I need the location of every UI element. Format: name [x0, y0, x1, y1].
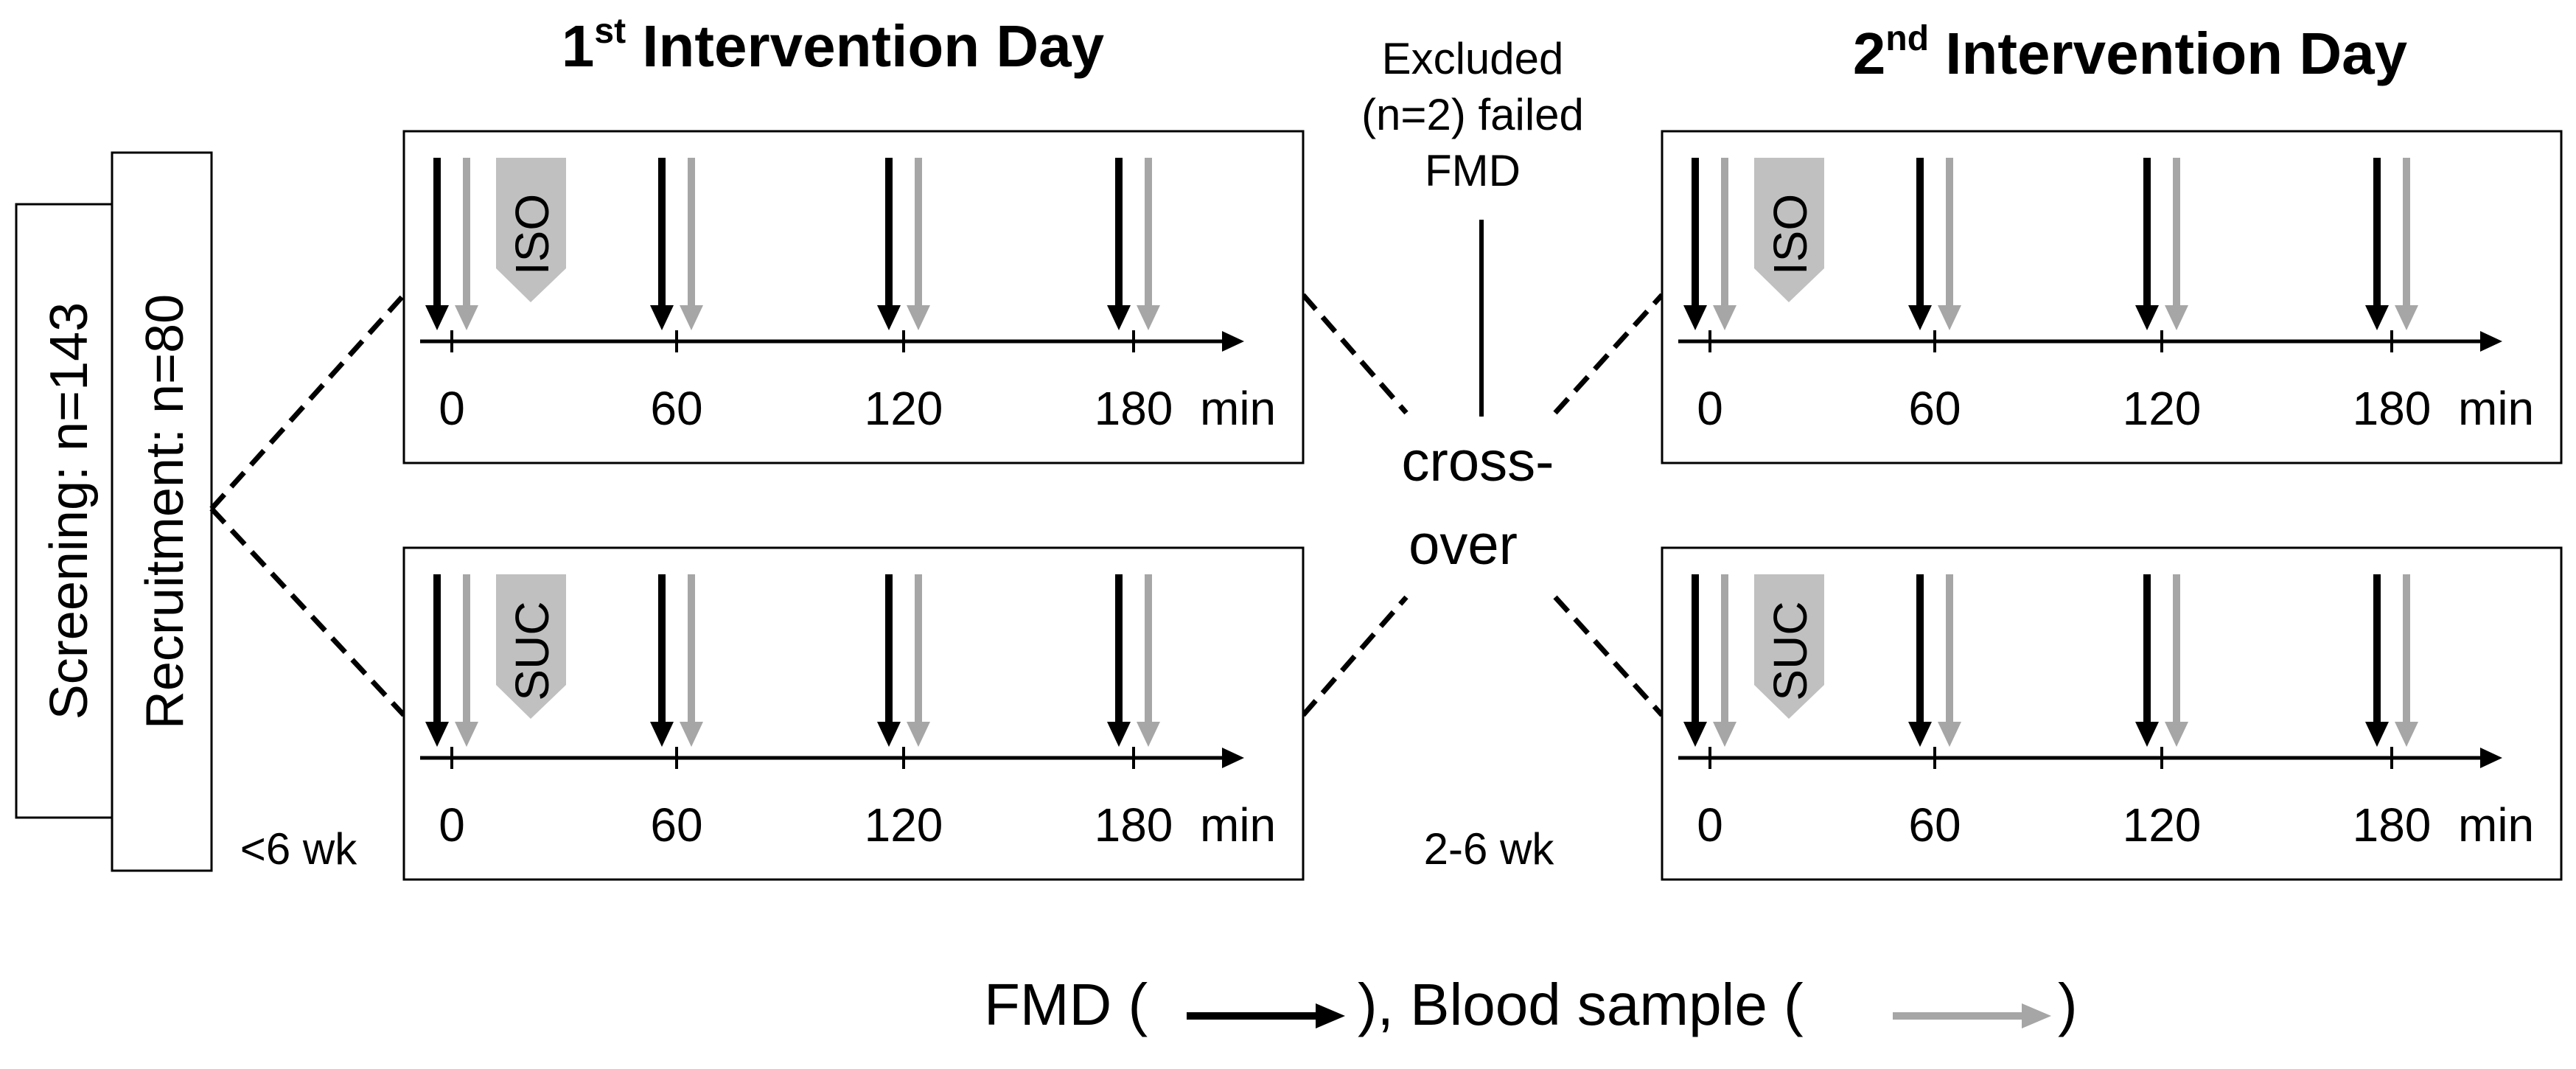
blood-arrow: [680, 158, 703, 330]
blood-arrow: [2395, 158, 2418, 330]
tick-label: 60: [1908, 798, 1961, 852]
blood-arrow: [1137, 574, 1160, 747]
gap-label-1: <6 wk: [240, 824, 357, 874]
drink-banner-iso: ISO: [1754, 158, 1824, 302]
drink-banner-iso: ISO: [496, 158, 566, 302]
tick-label: 60: [650, 382, 702, 435]
unit-label: min: [1200, 382, 1276, 435]
excluded-line-3: FMD: [1425, 146, 1521, 195]
legend-blood-label: ), Blood sample (: [1358, 972, 1804, 1037]
excluded-line-2: (n=2) failed: [1361, 90, 1584, 139]
panel-day2-suc: 0 60 120 180 min SUC: [1661, 546, 2563, 881]
blood-arrow: [1713, 158, 1736, 330]
time-axis-arrowhead: [1222, 748, 1244, 768]
tick-label: 0: [439, 798, 465, 852]
screening-box: [15, 203, 114, 819]
panel-day1-iso: 0 60 120 180 min ISO: [402, 130, 1305, 464]
legend-end: ): [2058, 972, 2078, 1037]
fmd-arrow: [1107, 574, 1131, 747]
tick-label: 180: [1095, 798, 1173, 852]
legend-fmd-arrow-shape: [1187, 1003, 1345, 1028]
blood-arrow: [455, 158, 478, 330]
blood-arrow: [455, 574, 478, 747]
crossover-line-1: cross-: [1402, 431, 1554, 493]
fmd-arrow: [1107, 158, 1131, 330]
drink-banner-suc: SUC: [496, 574, 566, 719]
fmd-arrow: [877, 158, 901, 330]
blood-arrow: [1137, 158, 1160, 330]
recruitment-label: Recruitment: n=80: [136, 294, 195, 729]
blood-arrow: [2395, 574, 2418, 747]
screening-label: Screening: n=143: [40, 302, 99, 720]
tick-label: 60: [1908, 382, 1961, 435]
tick-label: 180: [2353, 798, 2432, 852]
blood-arrow: [1938, 574, 1961, 747]
excluded-line-1: Excluded: [1382, 34, 1564, 83]
fmd-arrow: [425, 158, 449, 330]
tick-label: 180: [1095, 382, 1173, 435]
fmd-arrow: [425, 574, 449, 747]
unit-label: min: [2458, 798, 2534, 852]
crossover-line-2: over: [1409, 514, 1518, 577]
time-axis-arrowhead: [2480, 331, 2502, 352]
fmd-arrow: [1908, 158, 1932, 330]
drink-banner-suc: SUC: [1754, 574, 1824, 719]
fmd-arrow: [2135, 158, 2159, 330]
fmd-arrow: [2365, 158, 2389, 330]
tick-label: 180: [2353, 382, 2432, 435]
legend-fmd-arrow: [1187, 1003, 1345, 1028]
drink-label: ISO: [1764, 194, 1817, 275]
day1-header: 1st Intervention Day: [562, 12, 1105, 79]
legend-blood-arrow-shape: [1893, 1003, 2051, 1028]
fmd-arrow: [2135, 574, 2159, 747]
tick-label: 120: [2123, 382, 2202, 435]
fmd-arrow: [2365, 574, 2389, 747]
drink-label: SUC: [506, 601, 559, 700]
tick-label: 120: [865, 382, 943, 435]
legend: FMD ( ), Blood sample ( ): [984, 972, 2078, 1037]
drink-label: SUC: [1764, 601, 1817, 700]
blood-arrow: [907, 158, 930, 330]
day2-header: 2nd Intervention Day: [1853, 19, 2408, 86]
blood-arrow: [1713, 574, 1736, 747]
panel-day1-suc: 0 60 120 180 min SUC: [402, 546, 1305, 881]
gap-label-2: 2-6 wk: [1424, 824, 1555, 874]
time-axis-arrowhead: [2480, 748, 2502, 768]
fmd-arrow: [1683, 158, 1707, 330]
blood-arrow: [680, 574, 703, 747]
tick-label: 60: [650, 798, 702, 852]
tick-label: 0: [1697, 382, 1723, 435]
blood-arrow: [907, 574, 930, 747]
legend-fmd-label: FMD (: [984, 972, 1148, 1037]
fmd-arrow: [650, 574, 674, 747]
tick-label: 120: [2123, 798, 2202, 852]
blood-arrow: [2165, 158, 2188, 330]
fmd-arrow: [1908, 574, 1932, 747]
unit-label: min: [1200, 798, 1276, 852]
fmd-arrow: [650, 158, 674, 330]
blood-arrow: [1938, 158, 1961, 330]
time-axis-arrowhead: [1222, 331, 1244, 352]
fmd-arrow: [1683, 574, 1707, 747]
dashed-connectors: [209, 293, 1664, 717]
tick-label: 120: [865, 798, 943, 852]
fmd-arrow: [877, 574, 901, 747]
drink-label: ISO: [506, 194, 559, 275]
tick-label: 0: [439, 382, 465, 435]
excluded-note: Excluded (n=2) failed FMD: [1361, 34, 1584, 417]
legend-blood-arrow: [1893, 1003, 2051, 1028]
unit-label: min: [2458, 382, 2534, 435]
blood-arrow: [2165, 574, 2188, 747]
recruitment-box: [111, 151, 213, 872]
tick-label: 0: [1697, 798, 1723, 852]
panel-day2-iso: 0 60 120 180 min ISO: [1661, 130, 2563, 464]
